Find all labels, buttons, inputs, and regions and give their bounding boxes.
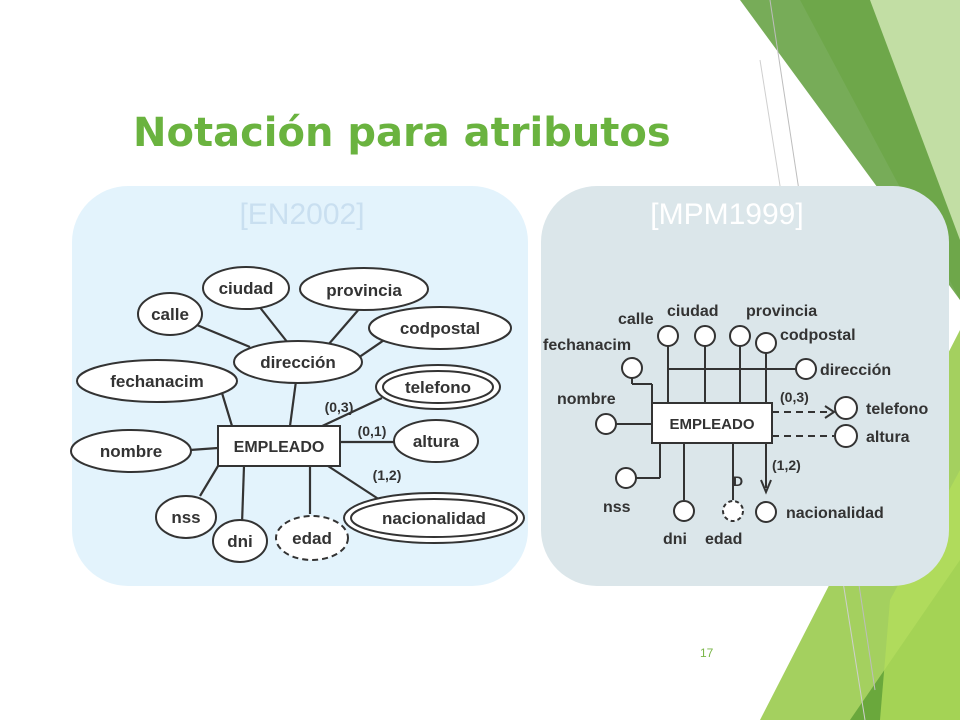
left-label-nacionalidad: nacionalidad bbox=[382, 509, 486, 528]
right-attr-provincia-shape bbox=[729, 325, 751, 347]
left-label-codpostal: codpostal bbox=[400, 319, 480, 338]
left-attr-codpostal-shape bbox=[368, 306, 512, 350]
right-label-fechanacim: fechanacim bbox=[543, 337, 631, 354]
right-label-provincia: provincia bbox=[746, 303, 817, 320]
left-label-provincia: provincia bbox=[326, 281, 402, 300]
left-connector bbox=[288, 380, 298, 427]
right-derived-marker: D bbox=[733, 473, 743, 489]
left-attr-nss-shape bbox=[155, 495, 217, 539]
left-label-direccion: dirección bbox=[260, 353, 336, 372]
right-attr-codpostal-shape bbox=[755, 332, 777, 354]
left-connector bbox=[189, 446, 219, 452]
left-attr-direccion-shape bbox=[233, 340, 363, 384]
left-label-calle: calle bbox=[151, 305, 189, 324]
right-panel bbox=[541, 186, 949, 586]
right-entity-box bbox=[651, 402, 773, 444]
left-attr-provincia-shape bbox=[299, 267, 429, 311]
left-attr-ciudad-shape bbox=[202, 266, 290, 310]
slide-title: Notación para atributos bbox=[133, 110, 671, 156]
right-diagram bbox=[616, 346, 836, 500]
right-label-direccion: dirección bbox=[820, 362, 891, 379]
left-card-telefono: (0,3) bbox=[325, 399, 354, 415]
page-number: 17 bbox=[700, 646, 714, 660]
left-attr-altura-shape bbox=[393, 419, 479, 463]
left-label-nombre: nombre bbox=[100, 442, 162, 461]
right-attr-nss-shape bbox=[615, 467, 637, 489]
left-entity-box bbox=[217, 425, 341, 467]
left-label-nss: nss bbox=[171, 508, 200, 527]
left-attr-dni-shape bbox=[212, 519, 268, 563]
left-shapes bbox=[70, 266, 525, 563]
right-label-codpostal: codpostal bbox=[780, 327, 856, 344]
left-label-fechanacim: fechanacim bbox=[110, 372, 204, 391]
right-card-telefono: (0,3) bbox=[780, 389, 809, 405]
right-label-nss: nss bbox=[603, 499, 631, 516]
right-attr-fechanacim-shape bbox=[621, 357, 643, 379]
left-label-dni: dni bbox=[227, 532, 253, 551]
right-label-edad: edad bbox=[705, 531, 742, 548]
left-connector bbox=[327, 307, 361, 346]
right-label-calle: calle bbox=[618, 311, 654, 328]
left-label-edad: edad bbox=[292, 529, 332, 548]
left-source-label: [EN2002] bbox=[239, 198, 364, 231]
left-label-ciudad: ciudad bbox=[219, 279, 274, 298]
right-label-nombre: nombre bbox=[557, 391, 616, 408]
right-card-nacionalidad: (1,2) bbox=[772, 457, 801, 473]
right-arrow bbox=[824, 405, 836, 419]
right-label-altura: altura bbox=[866, 429, 910, 446]
left-attr-telefono-inner bbox=[382, 370, 494, 404]
left-attr-nacionalidad-inner bbox=[350, 498, 518, 538]
left-connector bbox=[327, 465, 381, 501]
right-attr-direccion-shape bbox=[795, 358, 817, 380]
right-label-dni: dni bbox=[663, 531, 687, 548]
right-arrow bbox=[760, 479, 772, 495]
left-connector bbox=[240, 465, 246, 525]
left-card-nacionalidad: (1,2) bbox=[373, 467, 402, 483]
right-attr-edad-shape bbox=[722, 500, 744, 522]
left-connector bbox=[220, 392, 234, 427]
right-attr-calle-shape bbox=[657, 325, 679, 347]
right-entity-label: EMPLEADO bbox=[669, 416, 754, 433]
left-attr-edad-shape bbox=[275, 515, 349, 561]
left-label-telefono: telefono bbox=[405, 378, 471, 397]
left-attr-nombre-shape bbox=[70, 429, 192, 473]
left-attr-calle-shape bbox=[137, 292, 203, 336]
left-labels: calle ciudad provincia codpostal direcci… bbox=[100, 279, 486, 551]
left-label-altura: altura bbox=[413, 432, 460, 451]
left-card-altura: (0,1) bbox=[358, 423, 387, 439]
left-connector bbox=[317, 397, 383, 429]
right-attr-nombre-shape bbox=[595, 413, 617, 435]
right-attr-altura-shape bbox=[834, 424, 858, 448]
right-shapes bbox=[595, 325, 858, 523]
left-connector bbox=[199, 465, 219, 497]
right-labels: calle ciudad provincia codpostal direcci… bbox=[543, 303, 928, 548]
left-connector bbox=[257, 304, 289, 344]
left-attr-fechanacim-shape bbox=[76, 359, 238, 403]
right-attr-telefono-shape bbox=[834, 396, 858, 420]
right-attr-ciudad-shape bbox=[694, 325, 716, 347]
right-source-label: [MPM1999] bbox=[650, 198, 803, 231]
right-label-nacionalidad: nacionalidad bbox=[786, 505, 884, 522]
right-label-ciudad: ciudad bbox=[667, 303, 719, 320]
right-label-telefono: telefono bbox=[866, 401, 928, 418]
right-attr-nacionalidad-shape bbox=[755, 501, 777, 523]
left-entity-label: EMPLEADO bbox=[234, 439, 325, 456]
right-attr-dni-shape bbox=[673, 500, 695, 522]
